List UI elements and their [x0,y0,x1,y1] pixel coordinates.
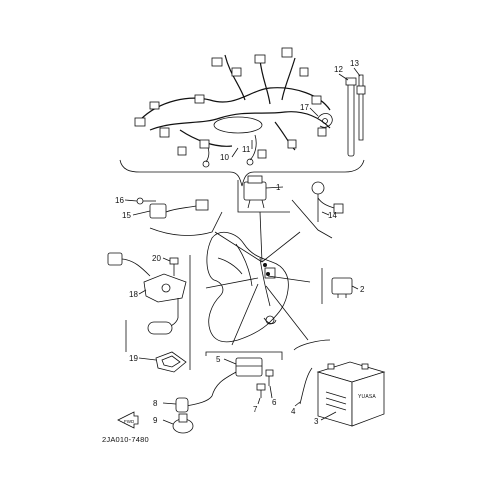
cable-tie-13[interactable] [356,74,366,141]
leader-lines [205,211,311,346]
cable-tie-12[interactable] [345,77,357,157]
connector-cap[interactable] [107,252,151,277]
relay-2[interactable] [331,277,353,298]
vent-hose-4[interactable] [299,367,313,405]
plug-cap-8[interactable] [175,397,189,413]
callout-13: 13 [350,59,359,68]
callout-8: 8 [153,399,158,408]
bracket-battery [293,339,331,351]
wire-harness[interactable] [134,47,331,168]
scooter-frame [206,231,289,343]
clamp-17[interactable] [317,113,333,128]
callout-4: 4 [291,407,296,416]
gasket-19[interactable] [155,351,187,373]
fwd-arrow-icon: FWD [117,411,139,429]
callout-14: 14 [328,211,337,220]
callout-11: 11 [242,145,251,154]
callout-12: 12 [334,65,343,74]
callout-5: 5 [216,355,221,364]
bolt-6[interactable] [265,369,274,386]
bracket-ignition [205,351,283,360]
sensor-15[interactable] [149,199,209,219]
ignition-coil-5[interactable] [185,357,263,407]
bracket-sensor-15 [149,211,223,236]
bolt-16[interactable] [136,197,156,205]
bracket-relay-14 [291,199,333,239]
switch-14[interactable] [311,181,344,222]
callout-15: 15 [122,211,131,220]
callout-20: 20 [152,254,161,263]
relay-1[interactable] [243,175,267,209]
callout-6: 6 [272,398,277,407]
callout-leaders [124,67,361,425]
fuel-sender-18[interactable] [143,273,187,335]
callout-7: 7 [253,405,258,414]
fwd-label: FWD [124,419,135,424]
bolt-20[interactable] [169,257,179,276]
bolt-7[interactable] [256,383,266,398]
callout-16: 16 [115,196,124,205]
callout-3: 3 [314,417,319,426]
battery-3[interactable]: YUASA [316,361,386,427]
bracket-relay-1 [237,180,290,213]
callout-2: 2 [360,285,365,294]
callout-9: 9 [153,416,158,425]
callout-19: 19 [129,354,138,363]
group-bracket-top [119,159,365,187]
callout-10: 10 [220,153,229,162]
battery-badge: YUASA [358,394,376,400]
boot-9[interactable] [172,413,194,434]
catalog-code: 2JA010-7480 [102,435,149,444]
callout-17: 17 [300,103,309,112]
callout-18: 18 [129,290,138,299]
